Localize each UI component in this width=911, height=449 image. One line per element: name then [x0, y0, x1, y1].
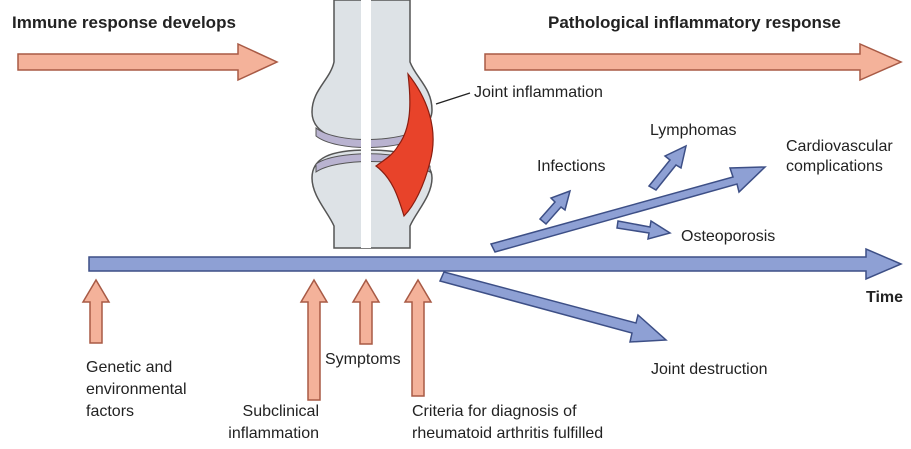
subclinical-arrow	[301, 280, 327, 400]
joint-illustration	[312, 0, 433, 248]
immune-response-title: Immune response develops	[12, 13, 236, 33]
lymphomas-label: Lymphomas	[650, 121, 737, 141]
symptoms-arrow	[353, 280, 379, 344]
genetic-factors-arrow	[83, 280, 109, 343]
infections-arrow	[540, 191, 570, 224]
infections-label: Infections	[537, 157, 605, 177]
pathological-response-title: Pathological inflammatory response	[548, 13, 841, 33]
joint-inflammation-leader	[436, 93, 470, 104]
cardiovascular-label: Cardiovascular complications	[786, 137, 906, 177]
osteoporosis-arrow	[617, 221, 670, 239]
joint-destruction-label: Joint destruction	[651, 360, 768, 380]
subclinical-label: Subclinical inflammation	[204, 401, 319, 445]
time-axis-label: Time	[866, 288, 903, 308]
symptoms-label: Symptoms	[325, 350, 401, 370]
pathological-response-arrow	[485, 44, 901, 80]
criteria-label: Criteria for diagnosis of rheumatoid art…	[412, 401, 612, 445]
criteria-arrow	[405, 280, 431, 396]
joint-split-line	[361, 0, 371, 248]
joint-inflammation-label: Joint inflammation	[474, 83, 603, 103]
joint-destruction-arrow	[440, 272, 666, 342]
immune-response-arrow	[18, 44, 277, 80]
osteoporosis-label: Osteoporosis	[681, 227, 775, 247]
time-axis-arrow	[89, 249, 901, 279]
lymphomas-arrow	[649, 146, 686, 190]
